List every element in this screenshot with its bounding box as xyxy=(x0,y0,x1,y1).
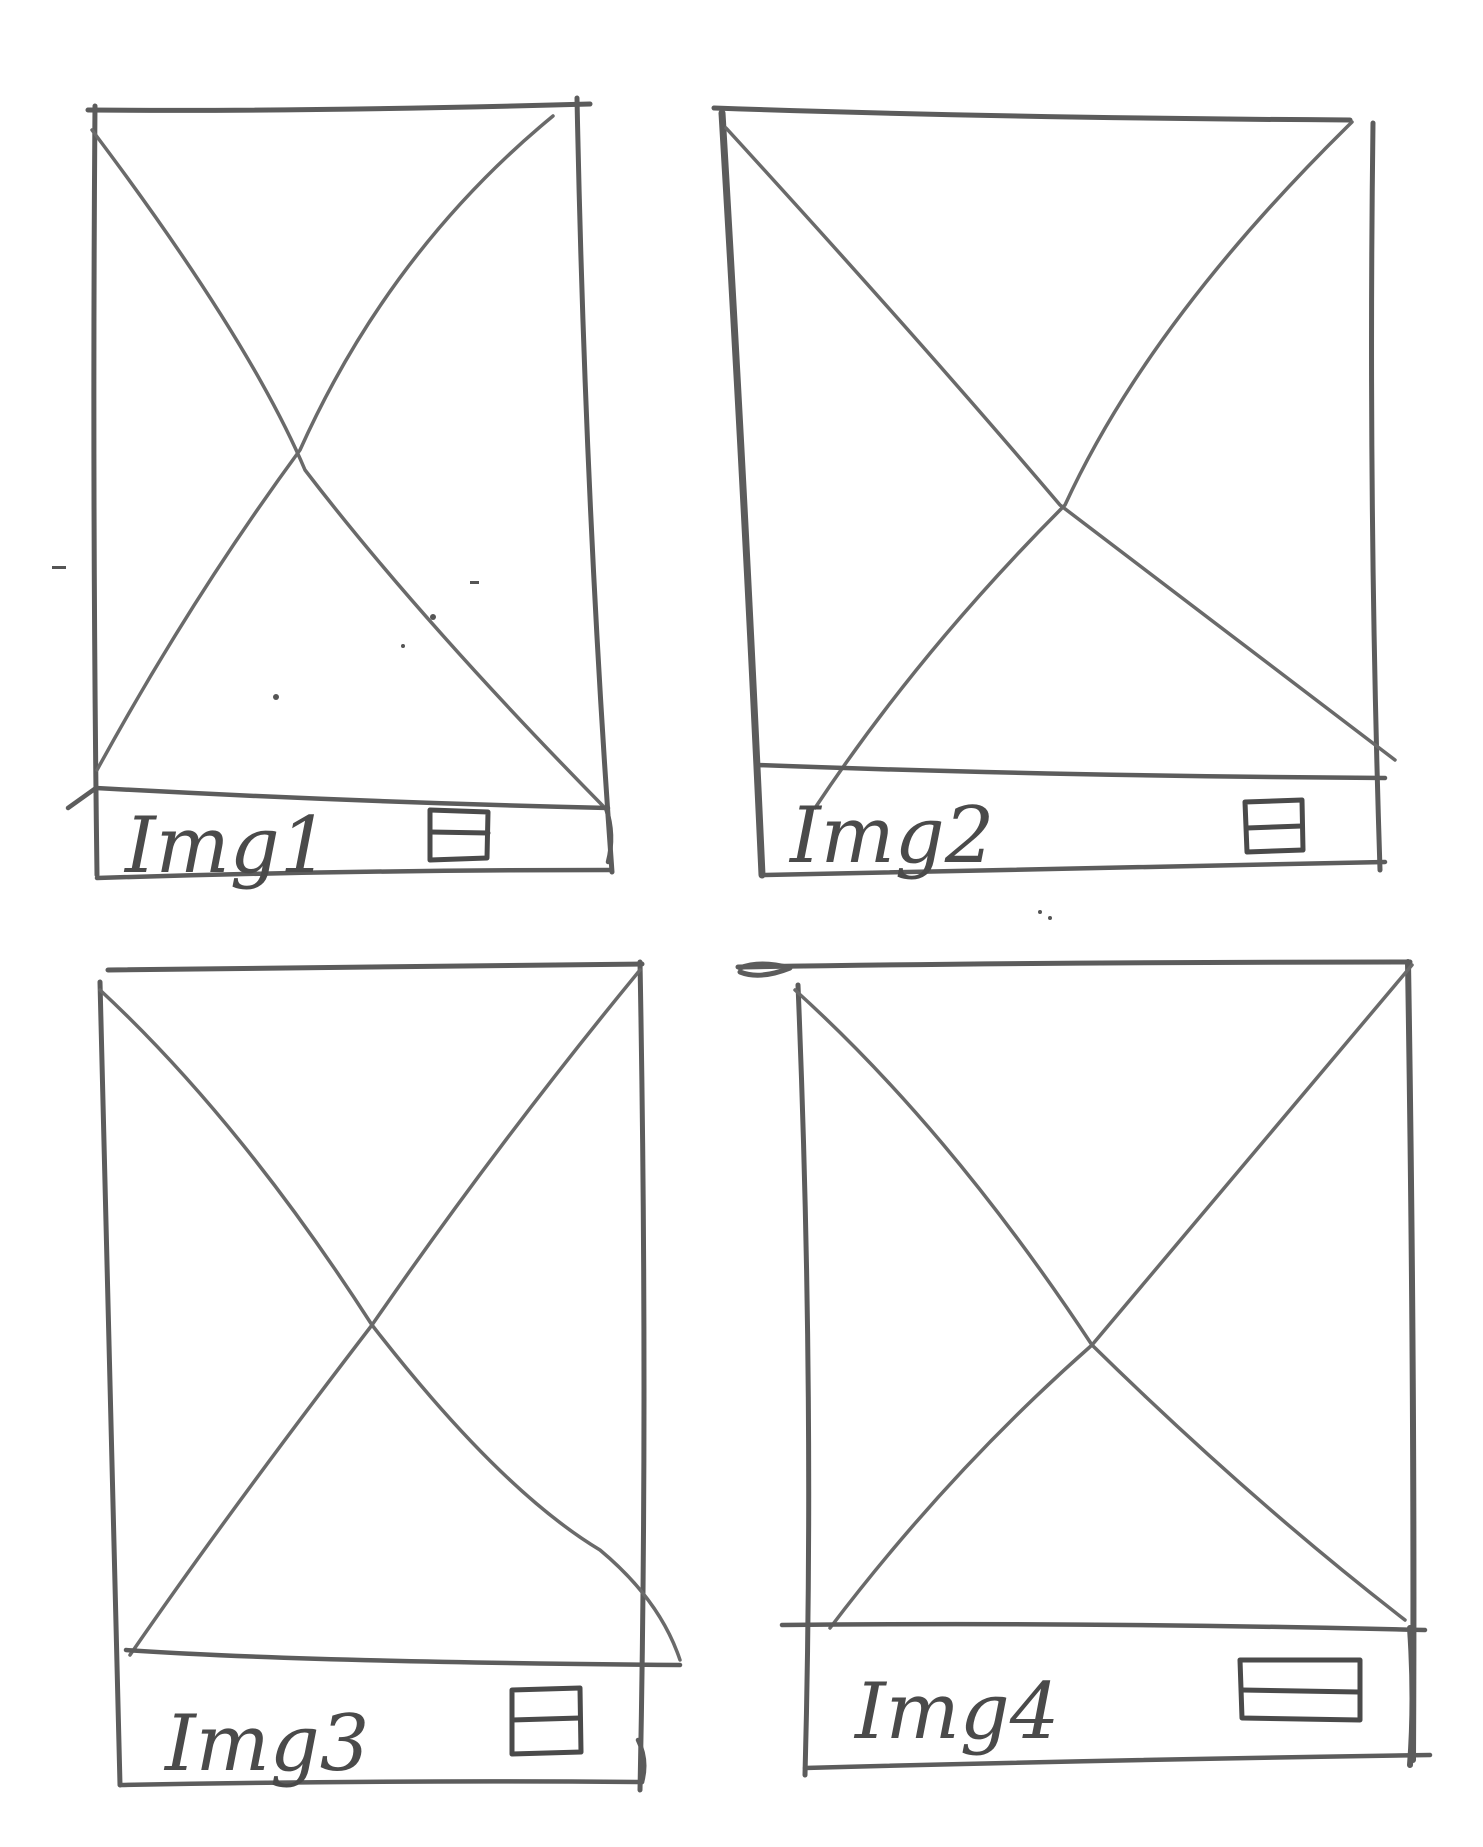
image-label: Img4 xyxy=(853,1667,1059,1757)
image-label: Img1 xyxy=(123,801,329,891)
checkbox-icon[interactable] xyxy=(1237,1657,1363,1723)
caption-bar xyxy=(779,1621,1433,1771)
caption-bar xyxy=(117,1647,683,1788)
checkbox-icon[interactable] xyxy=(509,1685,584,1757)
image-placeholder-icon xyxy=(711,105,1397,879)
image-placeholder-icon xyxy=(97,959,682,1793)
caption-bar xyxy=(65,785,614,881)
checkbox-icon[interactable] xyxy=(1242,797,1306,855)
checkbox-icon[interactable] xyxy=(427,807,491,863)
image-label: Img3 xyxy=(163,1699,369,1789)
caption-bar xyxy=(755,762,1388,878)
image-label: Img2 xyxy=(788,791,994,881)
image-card-1[interactable]: Img1 xyxy=(65,95,615,891)
image-placeholder-icon xyxy=(85,95,615,878)
image-card-2[interactable]: Img2 xyxy=(711,105,1397,881)
image-card-4[interactable]: Img4 xyxy=(735,959,1433,1778)
image-card-3[interactable]: Img3 xyxy=(97,959,683,1793)
image-placeholder-icon xyxy=(735,959,1417,1778)
pencil-specks xyxy=(52,566,1052,920)
